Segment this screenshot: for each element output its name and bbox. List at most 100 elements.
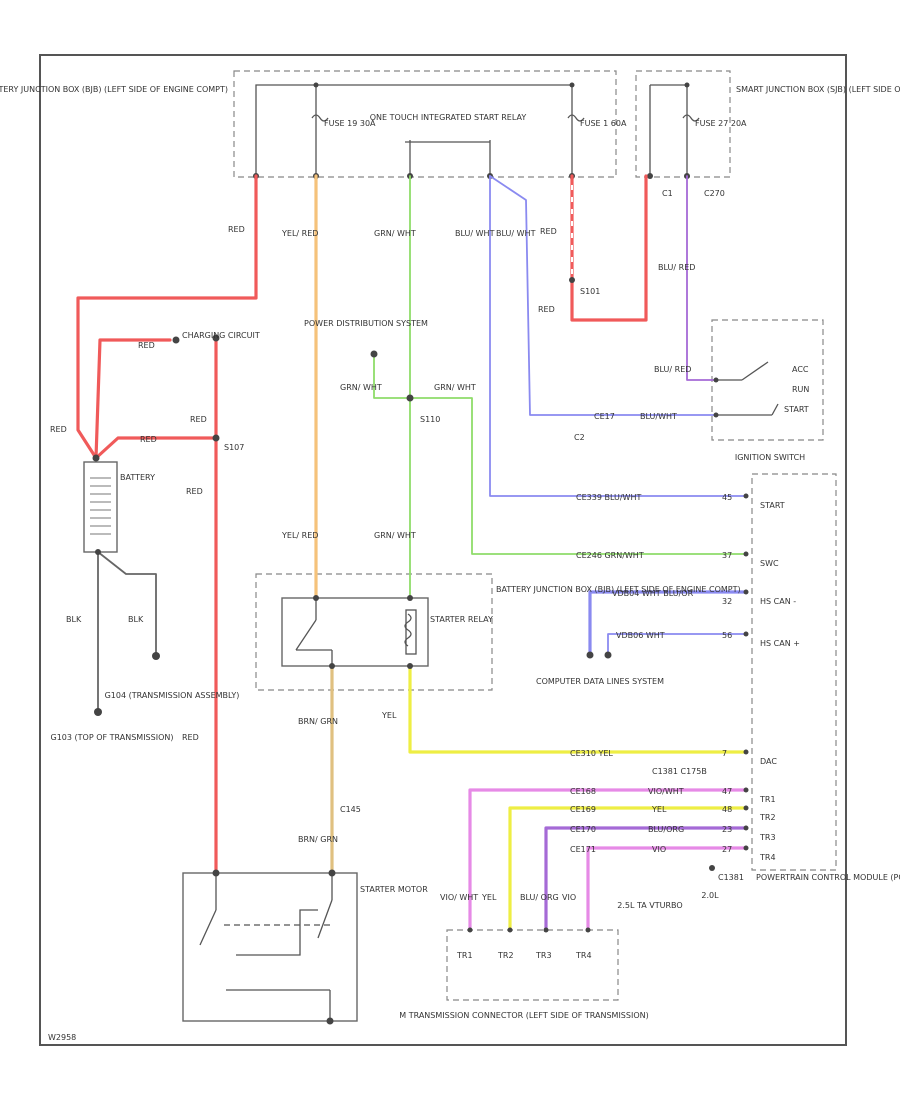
pcm-pin-dac: 7 bbox=[722, 749, 727, 758]
wire-label-s101: S101 bbox=[580, 287, 600, 296]
bjb-top-bus bbox=[255, 84, 688, 176]
label-ign-start: START bbox=[784, 405, 809, 414]
label-charging-circuit: CHARGING CIRCUIT bbox=[182, 331, 260, 340]
pcm-ckt-tr1: CE168 bbox=[570, 787, 596, 796]
trans-connector-box bbox=[446, 929, 619, 1001]
starter-motor-symbol bbox=[199, 873, 333, 1021]
blu-wht-wire-to-ignition bbox=[489, 175, 717, 416]
wire-label-c2: C2 bbox=[574, 433, 585, 442]
label-starter-motor: STARTER MOTOR bbox=[360, 885, 428, 894]
pcm-circuit-tr2: YEL bbox=[651, 805, 667, 814]
label-variant-a: 2.5L TA VTURBO bbox=[617, 901, 682, 910]
starter-motor-box bbox=[182, 872, 358, 1022]
wire-label-c145: C145 bbox=[340, 805, 361, 814]
wire-label-blu-org: BLU/ ORG bbox=[520, 893, 559, 902]
wire-label-yel-2: YEL bbox=[481, 893, 497, 902]
label-diagram-id: W2958 bbox=[48, 1033, 76, 1042]
wire-label-blu-red-1: BLU/ RED bbox=[658, 263, 695, 272]
wire-label-brn-grn-2: BRN/ GRN bbox=[298, 835, 338, 844]
wire-label-yel-1: YEL bbox=[381, 711, 397, 720]
label-ground-g104: G104 (TRANSMISSION ASSEMBLY) bbox=[105, 691, 240, 700]
pcm-circuit-tr3: BLU/ORG bbox=[648, 825, 684, 834]
label-one-touch: ONE TOUCH INTEGRATED START RELAY bbox=[370, 113, 527, 122]
wire-label-red-5: RED bbox=[190, 415, 207, 424]
wire-label-blu-red-2: BLU/ RED bbox=[654, 365, 691, 374]
bjb-top-junction-dots bbox=[253, 82, 690, 179]
hs-can-plus-wire bbox=[607, 633, 747, 656]
red-wire-fuse1-to-ignition bbox=[570, 174, 648, 322]
wire-label-grn-wht-4: GRN/ WHT bbox=[374, 531, 416, 540]
label-sjb: SMART JUNCTION BOX (SJB) (LEFT SIDE OF D… bbox=[736, 85, 900, 94]
wire-label-red-4: RED bbox=[140, 435, 157, 444]
red-wire-to-s107 bbox=[94, 436, 218, 460]
ignition-feed-ckt: CE17 bbox=[594, 412, 615, 421]
diagram-frame bbox=[39, 54, 847, 1046]
wire-label-c1: C1 bbox=[662, 189, 673, 198]
pcm-pin-hs-can-plus: 56 bbox=[722, 631, 732, 640]
label-pcm: POWERTRAIN CONTROL MODULE (PCM) (REAR OF… bbox=[756, 873, 900, 882]
wire-label-blk-2: BLK bbox=[128, 615, 144, 624]
fuse-symbols bbox=[311, 114, 700, 122]
pcm-pin-start: 45 bbox=[722, 493, 732, 502]
label-pcm-swc: SWC bbox=[760, 559, 779, 568]
label-bjb-top: BATTERY JUNCTION BOX (BJB) (LEFT SIDE OF… bbox=[0, 85, 228, 94]
pcm-circuit-hs-can-plus: VDB06 WHT bbox=[616, 631, 665, 640]
wire-label-grn-wht-3: GRN/ WHT bbox=[434, 383, 476, 392]
label-tr4: TR4 bbox=[575, 951, 592, 960]
blu-wht-wire-to-pcm-start bbox=[489, 175, 747, 497]
label-pcm-tr4: TR4 bbox=[759, 853, 776, 862]
label-pcm-hs-can-minus: HS CAN - bbox=[760, 597, 796, 606]
label-variant-b: 2.0L bbox=[701, 891, 719, 900]
pcm-circuit-dac: CE310 YEL bbox=[570, 749, 613, 758]
wire-label-red-7: RED bbox=[182, 733, 199, 742]
tr3-wire bbox=[544, 826, 748, 932]
label-pcm-tr2: TR2 bbox=[759, 813, 776, 822]
label-pcm-hs-can-plus: HS CAN + bbox=[760, 639, 800, 648]
label-ign-acc: ACC bbox=[792, 365, 809, 374]
red-wire-charging-circuit bbox=[94, 338, 172, 460]
blu-red-wire-to-ignition bbox=[686, 175, 717, 381]
wire-label-s107: S107 bbox=[224, 443, 244, 452]
label-tr3: TR3 bbox=[535, 951, 552, 960]
pcm-pin-tr3: 23 bbox=[722, 825, 732, 834]
label-fuse-1: FUSE 1 60A bbox=[580, 119, 627, 128]
label-battery: BATTERY bbox=[120, 473, 155, 482]
wire-label-yel-red-2: YEL/ RED bbox=[281, 531, 318, 540]
label-starter-relay: STARTER RELAY bbox=[430, 615, 493, 624]
wire-label-red-8: RED bbox=[540, 227, 557, 236]
ignition-feed-circuit: BLU/WHT bbox=[640, 412, 677, 421]
pcm-ckt-tr2: CE169 bbox=[570, 805, 596, 814]
bjb-top-box bbox=[233, 70, 617, 178]
wire-label-s110: S110 bbox=[420, 415, 440, 424]
wire-label-grn-wht-1: GRN/ WHT bbox=[374, 229, 416, 238]
wire-label-c270: C270 bbox=[704, 189, 725, 198]
wire-label-vio: VIO bbox=[562, 893, 576, 902]
label-pcm-start: START bbox=[760, 501, 785, 510]
grn-wht-wire-to-pcm bbox=[373, 353, 747, 555]
pcm-c1381: C1381 bbox=[718, 873, 744, 882]
battery-cells bbox=[90, 477, 111, 535]
label-power-distribution: POWER DISTRIBUTION SYSTEM bbox=[304, 319, 428, 328]
wire-label-yel-red-1: YEL/ RED bbox=[281, 229, 318, 238]
wire-label-red-6: RED bbox=[186, 487, 203, 496]
label-ign-run: RUN bbox=[792, 385, 809, 394]
wire-label-red-1: RED bbox=[228, 225, 245, 234]
pcm-circuit-hs-can-minus: VDB04 WHT BLU/OR bbox=[612, 589, 694, 598]
wire-label-blk-1: BLK bbox=[66, 615, 82, 624]
pcm-circuit-start: CE339 BLU/WHT bbox=[576, 493, 641, 502]
label-fuse-19: FUSE 19 30A bbox=[324, 119, 376, 128]
yel-wire-to-pcm-dac bbox=[408, 664, 748, 754]
bjb-mid-box bbox=[255, 573, 493, 691]
pcm-pin-tr4: 27 bbox=[722, 845, 732, 854]
label-transmission-connector: M TRANSMISSION CONNECTOR (LEFT SIDE OF T… bbox=[399, 1011, 648, 1020]
label-tr1: TR1 bbox=[456, 951, 473, 960]
tr2-wire bbox=[508, 806, 748, 932]
label-computer-data-lines: COMPUTER DATA LINES SYSTEM bbox=[536, 677, 664, 686]
pcm-pin-hs-can-minus: 32 bbox=[722, 597, 732, 606]
pcm-circuit-tr4: VIO bbox=[652, 845, 666, 854]
pcm-ckt-tr4: CE171 bbox=[570, 845, 596, 854]
label-ground-g103: G103 (TOP OF TRANSMISSION) bbox=[51, 733, 174, 742]
label-pcm-dac: DAC bbox=[760, 757, 777, 766]
pcm-ckt-tr3: CE170 bbox=[570, 825, 596, 834]
